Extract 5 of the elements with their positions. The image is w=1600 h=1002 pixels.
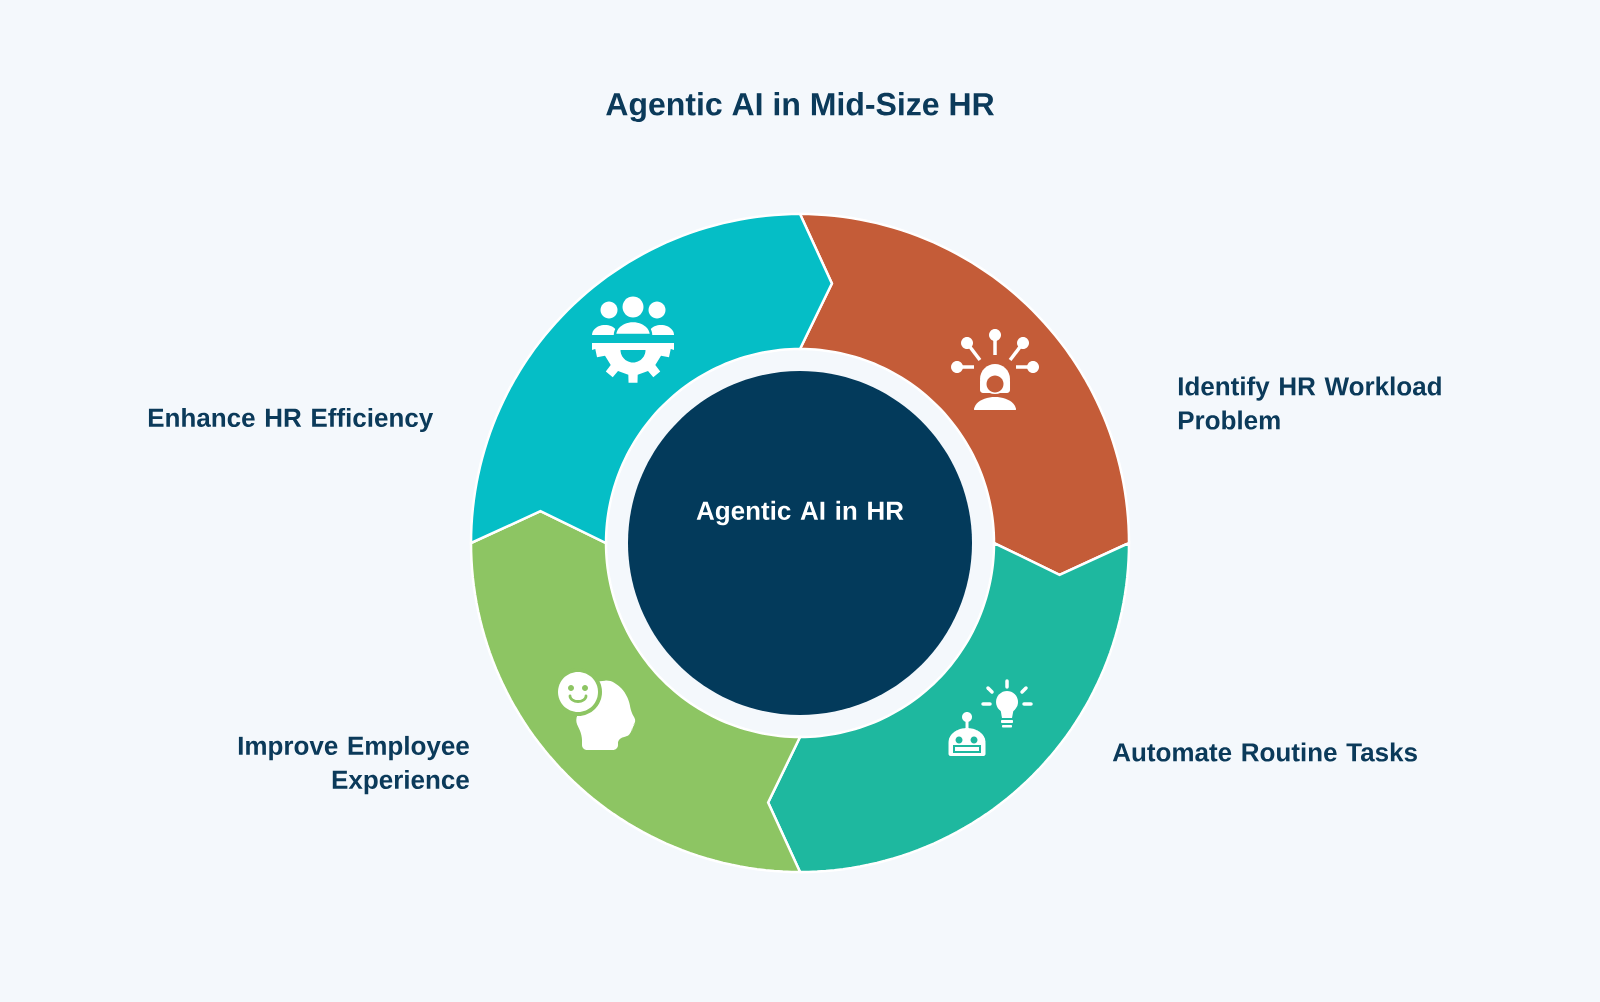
step-label: Automate Routine Tasks	[1112, 742, 1417, 762]
step-label: Identify HR Workload Problem	[1178, 376, 1441, 430]
title: Agentic AI in Mid-Size HR	[606, 92, 994, 122]
step-label: Improve Employee Experience	[238, 735, 469, 795]
step-label: Enhance HR Efficiency	[148, 407, 434, 433]
